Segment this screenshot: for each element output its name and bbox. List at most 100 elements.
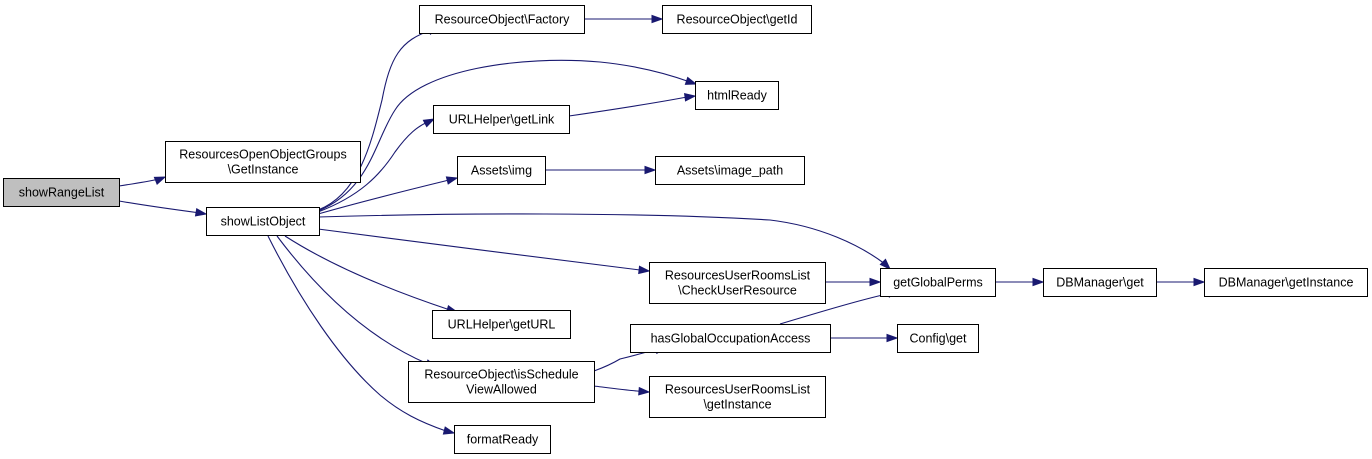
node-label: htmlReady — [707, 89, 767, 103]
edge-showListObject-to-checkUser — [317, 228, 651, 275]
node-label: \CheckUserResource — [678, 284, 797, 298]
node-hasGOA[interactable]: hasGlobalOccupationAccess — [630, 324, 831, 353]
node-label: formatReady — [467, 433, 539, 447]
arrowhead-icon — [1032, 277, 1045, 287]
node-box — [897, 324, 979, 353]
node-box — [408, 361, 595, 403]
edge-showRangeList-to-roog — [118, 176, 167, 187]
node-box — [649, 376, 826, 418]
arrowhead-icon — [879, 258, 892, 271]
node-factory[interactable]: ResourceObject\Factory — [419, 5, 585, 34]
edge-line — [593, 385, 640, 392]
edge-showRangeList-to-showListObject — [118, 200, 208, 217]
node-formatReady[interactable]: formatReady — [454, 425, 551, 454]
arrowhead-icon — [422, 118, 436, 128]
node-configGet[interactable]: Config\get — [897, 324, 979, 353]
node-label: Assets\img — [471, 164, 532, 178]
edge-line — [317, 228, 641, 271]
arrowhead-icon — [153, 176, 167, 185]
node-box — [1204, 268, 1368, 297]
arrowhead-icon — [638, 265, 651, 275]
node-label: ResourceObject\isSchedule — [424, 368, 578, 382]
node-box — [419, 5, 585, 34]
node-label: getGlobalPerms — [893, 276, 983, 290]
arrowhead-icon — [638, 386, 651, 396]
node-img[interactable]: Assets\img — [457, 156, 546, 185]
edge-line — [317, 179, 448, 215]
edge-line — [267, 235, 447, 432]
edge-hasGOA-to-configGet — [830, 333, 899, 343]
edge-line — [317, 213, 886, 265]
edge-line — [317, 59, 691, 212]
node-box — [3, 178, 120, 207]
node-box — [165, 141, 361, 183]
node-dbgetInstance[interactable]: DBManager\getInstance — [1204, 268, 1368, 297]
node-box — [655, 156, 805, 185]
edge-showListObject-to-getURL — [284, 235, 459, 314]
node-label: ResourcesUserRoomsList — [665, 383, 811, 397]
node-label: URLHelper\getURL — [448, 318, 556, 332]
node-box — [649, 262, 826, 304]
arrowhead-icon — [644, 165, 657, 175]
node-box — [432, 310, 571, 339]
node-label: URLHelper\getLink — [449, 113, 555, 127]
node-box — [454, 425, 551, 454]
edge-checkUser-to-getGlobalPerms — [825, 277, 882, 287]
edge-img-to-image_path — [545, 165, 657, 175]
node-label: \getInstance — [703, 398, 771, 412]
node-label: DBManager\get — [1056, 276, 1144, 290]
node-getLink[interactable]: URLHelper\getLink — [433, 105, 570, 134]
node-getGlobalPerms[interactable]: getGlobalPerms — [880, 268, 996, 297]
node-label: ViewAllowed — [466, 383, 537, 397]
node-label: \GetInstance — [228, 163, 299, 177]
node-box — [457, 156, 546, 185]
edge-line — [568, 96, 688, 117]
node-htmlReady[interactable]: htmlReady — [695, 81, 779, 110]
node-box — [206, 207, 320, 236]
node-label: ResourceObject\getId — [677, 13, 798, 27]
arrowhead-icon — [1193, 277, 1206, 287]
edge-showListObject-to-getLink — [317, 118, 436, 213]
node-box — [1043, 268, 1157, 297]
edge-showListObject-to-img — [317, 176, 459, 215]
edge-line — [118, 178, 161, 187]
node-box — [695, 81, 779, 110]
arrowhead-icon — [651, 14, 664, 24]
node-dbget[interactable]: DBManager\get — [1043, 268, 1157, 297]
node-label: showListObject — [221, 215, 306, 229]
node-box — [662, 5, 812, 34]
edge-getGlobalPerms-to-dbget — [995, 277, 1045, 287]
edge-getLink-to-htmlReady — [568, 93, 697, 117]
node-getId[interactable]: ResourceObject\getId — [662, 5, 812, 34]
node-showListObject[interactable]: showListObject — [206, 207, 320, 236]
node-layer: showRangeList ResourcesOpenObjectGroups\G… — [3, 5, 1368, 454]
node-urlGetInstance[interactable]: ResourcesUserRoomsList\getInstance — [649, 376, 826, 418]
node-image_path[interactable]: Assets\image_path — [655, 156, 805, 185]
arrowhead-icon — [445, 176, 459, 185]
node-box — [433, 105, 570, 134]
edge-layer — [118, 14, 1206, 435]
node-showRangeList[interactable]: showRangeList — [3, 178, 120, 207]
edge-line — [317, 121, 429, 213]
node-label: ResourcesOpenObjectGroups — [179, 148, 346, 162]
edge-line — [276, 235, 429, 365]
arrowhead-icon — [886, 333, 899, 343]
arrowhead-icon — [442, 426, 456, 435]
edge-line — [284, 235, 451, 311]
node-label: hasGlobalOccupationAccess — [651, 332, 811, 346]
node-box — [880, 268, 996, 297]
edge-line — [118, 200, 201, 214]
node-roog[interactable]: ResourcesOpenObjectGroups\GetInstance — [165, 141, 361, 183]
node-checkUser[interactable]: ResourcesUserRoomsList\CheckUserResource — [649, 262, 826, 304]
node-label: ResourceObject\Factory — [435, 13, 571, 27]
arrowhead-icon — [684, 93, 697, 102]
node-getURL[interactable]: URLHelper\getURL — [432, 310, 571, 339]
node-label: showRangeList — [19, 186, 105, 200]
arrowhead-icon — [869, 277, 882, 287]
arrowhead-icon — [194, 208, 208, 217]
edge-factory-to-getId — [584, 14, 664, 24]
node-box — [630, 324, 831, 353]
edge-showListObject-to-formatReady — [267, 235, 456, 435]
